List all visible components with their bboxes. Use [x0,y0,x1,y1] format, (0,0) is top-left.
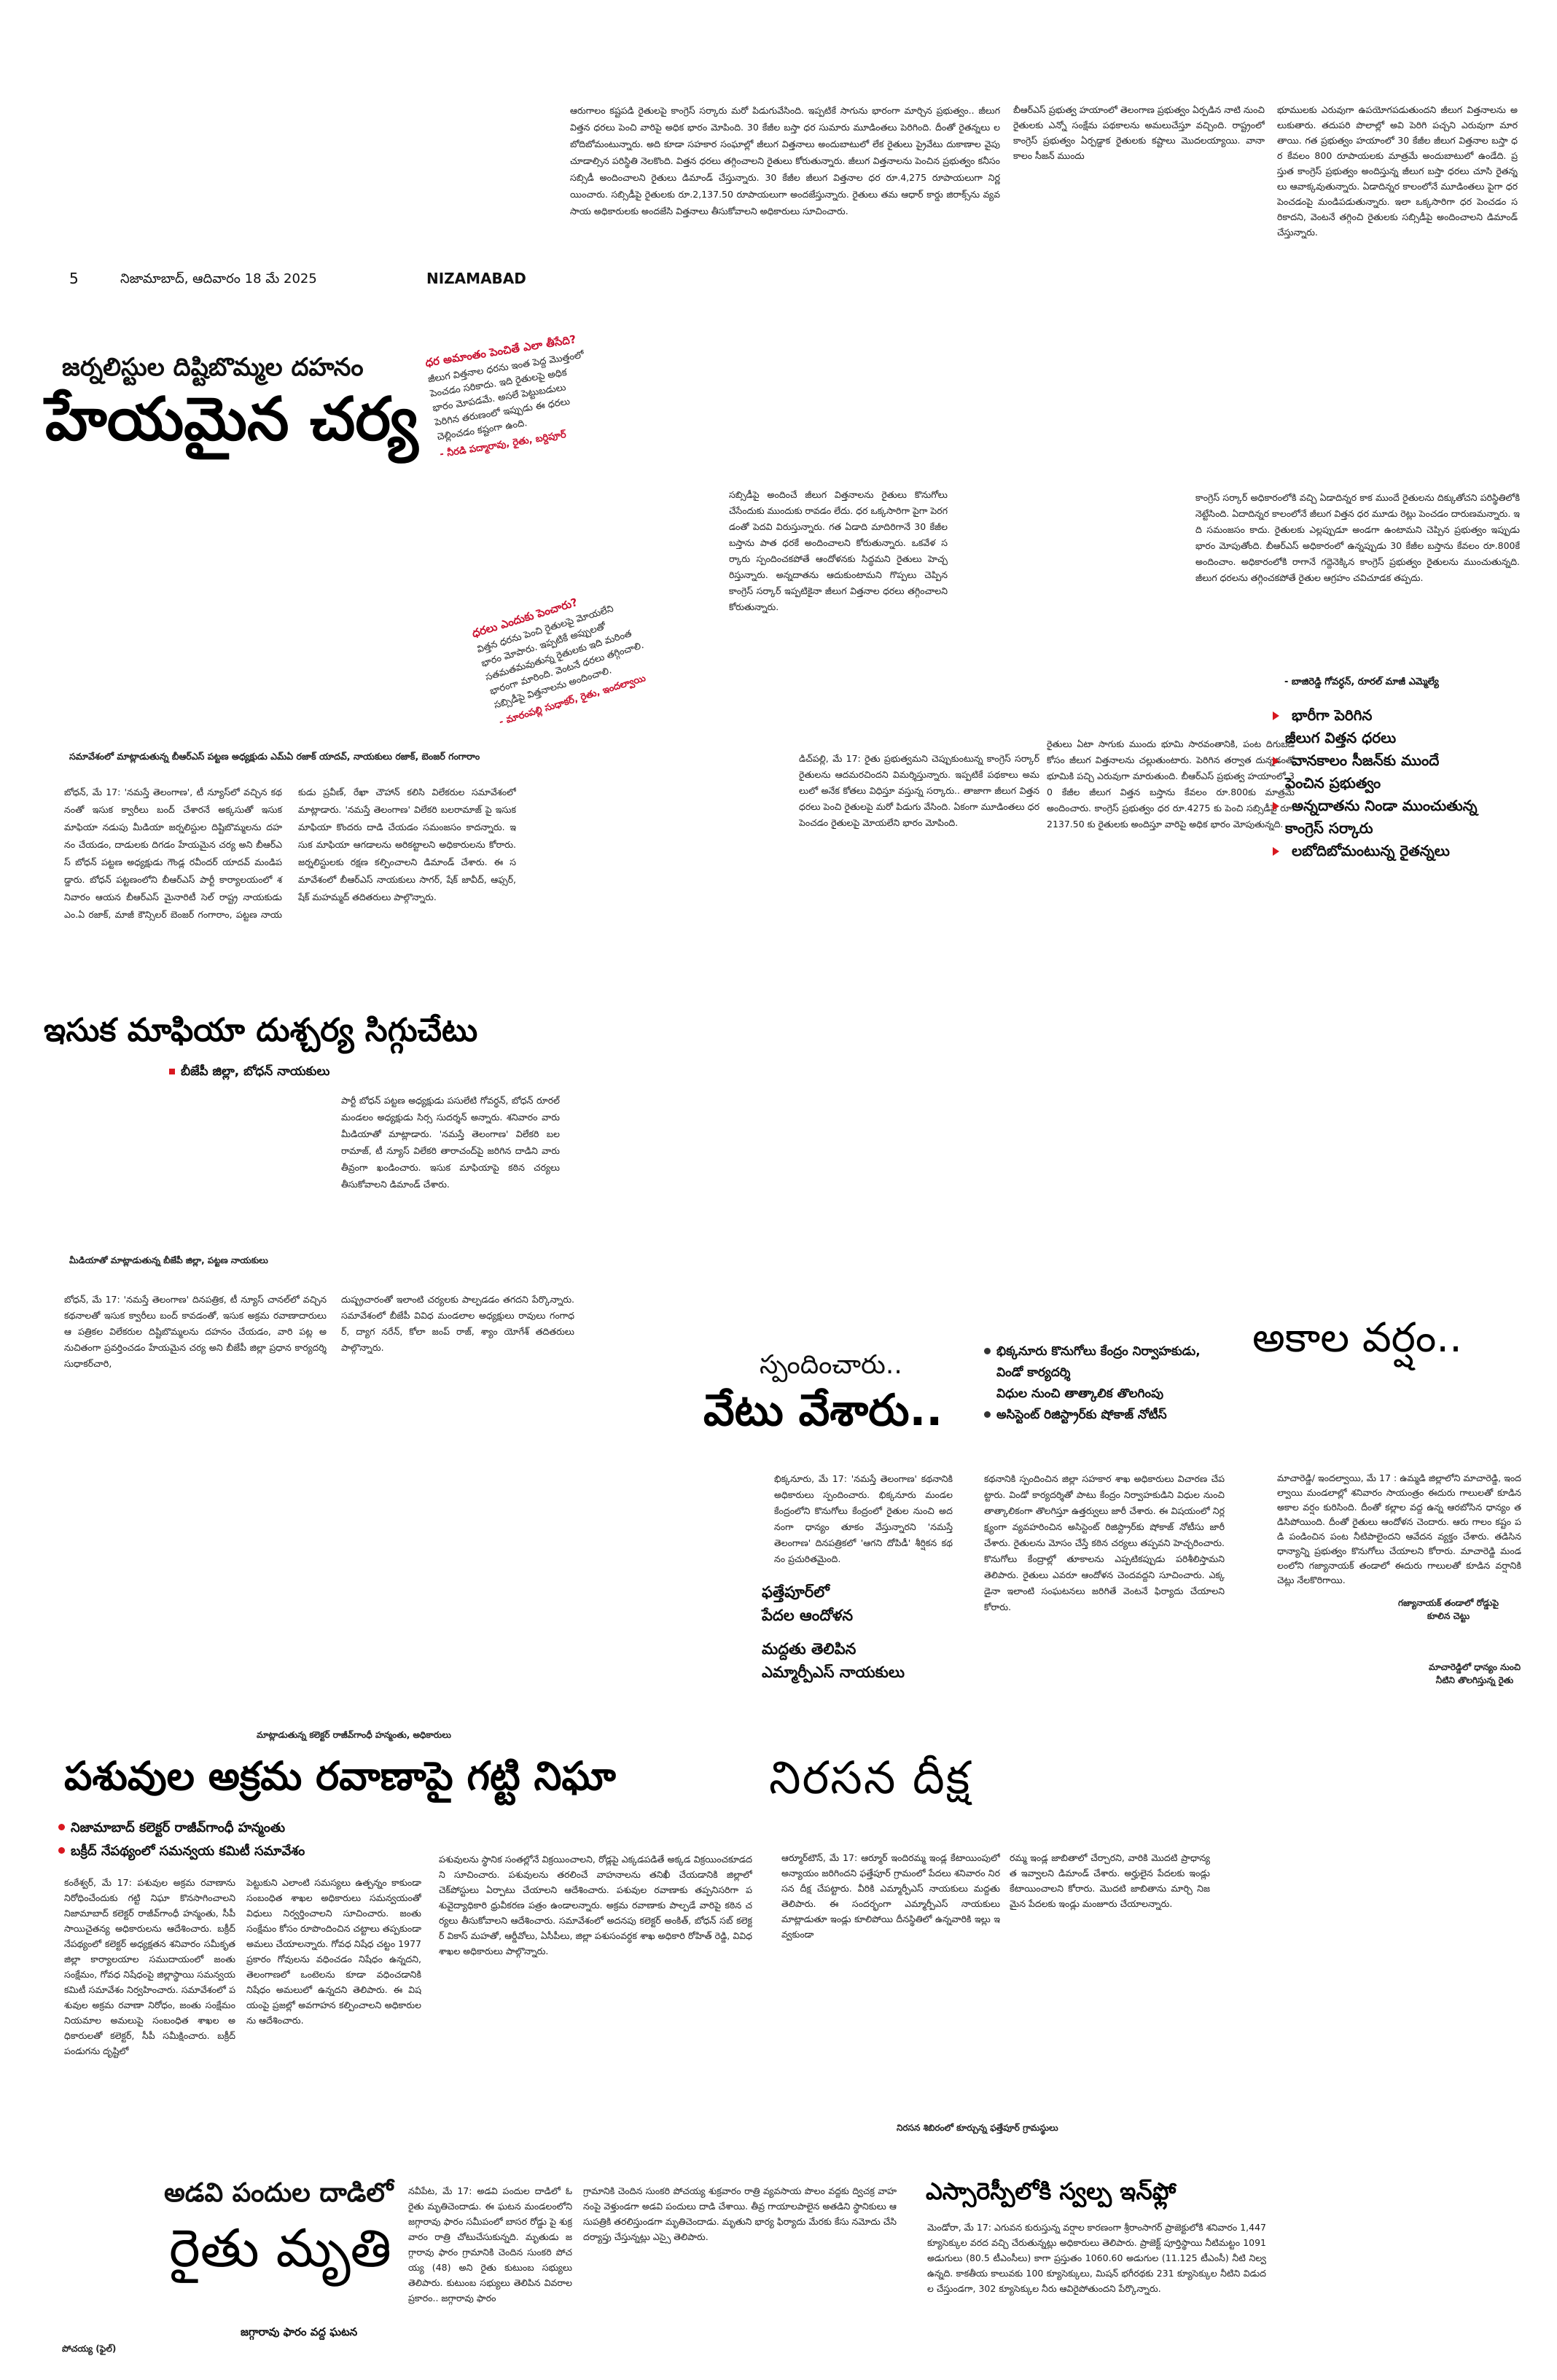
top-col-3: భూములకు ఎరువుగా ఉపయోగపడుతుందని జీలుగ విత… [1277,104,1518,238]
pashuvula-col-2: పెట్టుకుని ఎలాంటి సమస్యలు ఉత్పన్నం కాకుం… [246,1877,421,2026]
bullet-arrow-icon [1273,802,1286,811]
top-col-1: ఆరుగాలం కష్టపడి రైతులపై కాంగ్రెస్ సర్కార… [570,105,1000,216]
jeeluga-bullet: జీలుగ విత్తన ధరలు [1285,729,1397,746]
nirasana-headline: నిరసన దీక్ష [769,1751,972,1804]
jeeluga-bullet: అన్నదాతను నిండా ముంచుతున్న [1273,795,1550,817]
ssc-body: మెండోరా, మే 17: ఎగువన కురుస్తున్న వర్షాల… [927,2222,1266,2294]
adavi-col-2: గ్రామానికి చెందిన సుంకరి పోచయ్య శుక్రవార… [583,2185,897,2242]
isuka-col-mid: దుష్ప్రచారంతో ఇలాంటి చర్యలకు పాల్పడడం తగ… [341,1294,574,1353]
bullet-square-icon [169,1069,175,1074]
akala-headline: అకాల వర్షం.. [1252,1314,1462,1362]
jeeluga-col-b: డిచ్‌పల్లి, మే 17: రైతు ప్రభుత్వమని చెప్… [799,753,1039,828]
side-story-title: ఫత్తేపూర్‌లో పేదల ఆందోళన మద్దతు తెలిపిన … [762,1583,905,1681]
bullet-dot-icon [58,1824,65,1830]
vetu-bullets: భిక్కనూరు కొనుగోలు కేంద్రం నిర్వాహకుడు, … [984,1341,1203,1426]
adavi-headline: రైతు మృతి [169,2217,391,2279]
adavi-photo-caption: పోచయ్య (ఫైల్) [62,2344,117,2354]
akala-caption-1: గజ్యానాయక్ తండాలో రోడ్డుపై కూలిన చెట్టు [1398,1598,1499,1621]
isuka-caption: మీడియాతో మాట్లాడుతున్న బీజేపీ జిల్లా, పట… [69,1255,268,1265]
jeeluga-bullets: భారీగా పెరిగిన జీలుగ విత్తన ధరలు వానకాలం… [1273,704,1550,862]
jeeluga-bullet: వానకాలం సీజన్‌కు ముందే [1273,749,1550,772]
quote-box-1: ధర అమాంతం పెంచితే ఎలా తీసేది? జీలుగ విత్… [424,331,599,463]
jeeluga-bullet: లబోదిబోమంటున్న రైతన్నలు [1273,840,1550,862]
pashuvula-headline: పశువుల అక్రమ రవాణాపై గట్టి నిఘా [64,1753,616,1799]
masthead-date: నిజామాబాద్, ఆదివారం 18 మే 2025 [120,271,317,286]
masthead: 5 నిజామాబాద్, ఆదివారం 18 మే 2025 NIZAMAB… [69,268,638,287]
vetu-col-left: భిక్కనూరు, మే 17: 'నమస్తే తెలంగాణ' కథనాన… [774,1473,953,1564]
isuka-col-right: పార్టీ బోధన్ పట్టణ అధ్యక్షుడు పసులేటి గో… [341,1095,560,1190]
masthead-edition: NIZAMABAD [426,270,526,287]
nirasana-caption: నిరసన శిబిరంలో కూర్చున్న ఫత్తేపూర్ గ్రామ… [897,2123,1058,2133]
bullet-dot-icon [984,1348,991,1354]
jeeluga-col-d: కాంగ్రెస్ సర్కార్ అధికారంలోకి వచ్చి ఏడాద… [1195,492,1520,583]
bullet-arrow-icon [1273,847,1286,856]
bullet-dot-icon [58,1847,65,1854]
isuka-sub: బీజేపీ జిల్లా, బోధన్ నాయకులు [169,1062,329,1081]
akala-body: మాచారెడ్డి/ ఇందల్వాయి, మే 17 : ఉమ్మడి జి… [1277,1472,1521,1585]
jeeluga-col-a: సబ్సిడీపై అందించే జీలుగ విత్తనాలను రైతుల… [729,489,948,612]
jeeluga-bullet: పెంచిన ప్రభుత్వం [1285,774,1381,792]
bullet-dot-icon [984,1411,991,1418]
dahanam-body: బోధన్, మే 17: 'నమస్తే తెలంగాణ', టీ న్యూస… [64,787,516,920]
bullet-arrow-icon [1273,757,1286,765]
jeeluga-signature: - బాజిరెడ్డి గోవర్ధన్, రూరల్ మాజీ ఎమ్మెల… [1284,676,1439,687]
vetu-headline: వేటు వేశారు.. [703,1385,943,1436]
quote-box-2: ధరలు ఎందుకు పెంచారు? విత్తన ధరను పెంచి ర… [470,579,658,730]
vetu-kicker: స్పందించారు.. [760,1350,902,1380]
dahanam-kicker: జర్నలిస్టుల దిష్టిబొమ్మల దహనం [62,353,364,382]
akala-caption-2: మాచారెడ్డిలో ధాన్యం నుంచి నీటిని తొలగిస్… [1428,1662,1521,1685]
nirasana-col-1: ఆర్మూర్‌టౌన్, మే 17: ఆర్మూర్ ఇందిరమ్మ ఇం… [781,1852,1000,1940]
adavi-kicker: అడవి పందుల దాడిలో [164,2178,394,2208]
dahanam-headline: హేయమైన చర్య [45,385,418,454]
adavi-sub: జగ్గారావు ఫారం వద్ద ఘటన [241,2325,358,2338]
isuka-col-left: బోధన్, మే 17: 'నమస్తే తెలంగాణ' దినపత్రిక… [64,1294,327,1369]
jeeluga-bullet: కాంగ్రెస్ సర్కారు [1285,819,1373,837]
pashuvula-col-1: కంఠేశ్వర్, మే 17: పశువుల అక్రమ రవాణాను న… [64,1877,235,2056]
pashuvula-photo-caption: మాట్లాడుతున్న కలెక్టర్ రాజీవ్‌గాంధీ హన్మ… [257,1730,451,1740]
page-number: 5 [69,270,79,287]
adavi-col-1: నవీపేట, మే 17: అడవి పందుల దాడిలో ఓ రైతు … [408,2185,572,2303]
top-col-2: బీఆర్ఎస్ ప్రభుత్వ హయాంలో తెలంగాణ ప్రభుత్… [1013,104,1265,161]
pashuvula-bullets: నిజామాబాద్ కలెక్టర్ రాజీవ్‌గాంధీ హన్మంతు… [58,1817,305,1863]
isuka-headline: ఇసుక మాఫియా దుశ్చర్య సిగ్గుచేటు [44,1012,478,1049]
nirasana-col-2: రమ్మ ఇండ్ల జాబితాలో చేర్చారని, వారికి మొ… [1010,1852,1210,1909]
dahanam-photo-caption: సమావేశంలో మాట్లాడుతున్న బీఆర్ఎస్ పట్టణ అ… [69,751,480,762]
jeeluga-bullet: భారీగా పెరిగిన [1273,704,1550,727]
jeeluga-col-c: రైతులు ఏటా సాగుకు ముందు భూమి సారవంతానికి… [1047,738,1295,830]
bullet-arrow-icon [1273,711,1286,720]
ssc-headline: ఎస్సారెస్పీలోకి స్వల్ప ఇన్‌ఫ్లో [926,2177,1176,2205]
vetu-col-right: కథనానికి స్పందించిన జిల్లా సహకార శాఖ అధి… [984,1473,1225,1612]
pashuvula-col-3: పశువులను స్థానిక సంతల్లోనే విక్రయించాలని… [439,1854,752,1956]
